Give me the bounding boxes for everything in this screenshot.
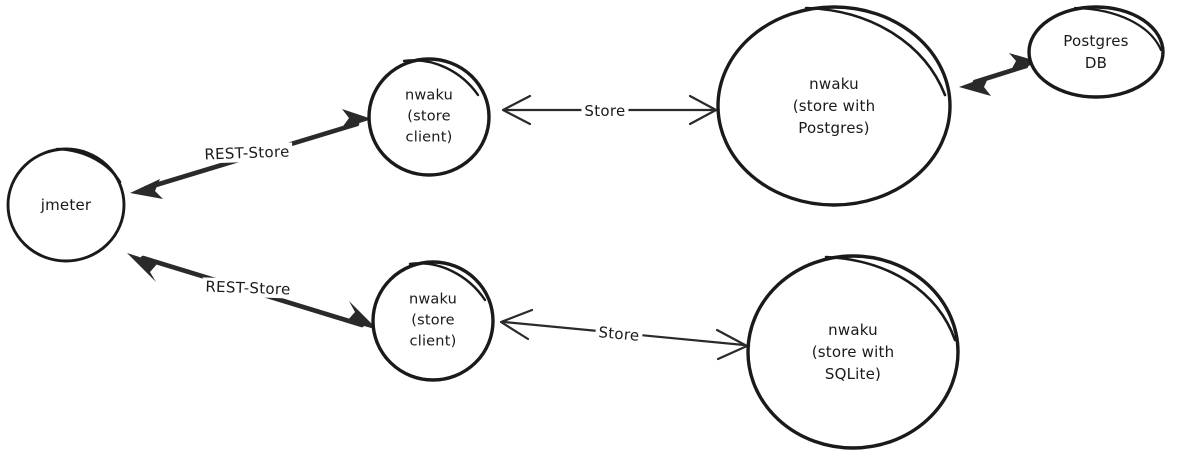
edge-label-rest-store-top: REST-Store [201, 142, 293, 164]
node-jmeter-sketch-overstroke [55, 147, 122, 184]
node-nwaku-sqlite-sketch-overstroke [824, 255, 957, 342]
node-store-client-bottom[interactable] [371, 260, 495, 382]
node-store-client-top-shape[interactable] [367, 57, 491, 177]
arrow-head-right [341, 109, 372, 129]
node-nwaku-postgres-shape[interactable] [716, 5, 952, 207]
node-store-client-bottom-shape[interactable] [371, 260, 495, 382]
node-nwaku-sqlite-shape[interactable] [746, 254, 960, 450]
edge-postgres-to-db [959, 53, 1040, 96]
arrow-head-left [959, 76, 991, 96]
node-postgres-db[interactable] [1027, 5, 1165, 99]
node-store-client-bottom-sketch-overstroke [408, 262, 487, 302]
node-nwaku-postgres[interactable] [716, 5, 952, 207]
arrow-head-left [499, 308, 534, 341]
arrow-head-right [347, 301, 378, 330]
arrow-head-left [130, 179, 163, 199]
node-postgres-db-sketch-overstroke [1073, 6, 1163, 52]
arrow-head-left [501, 94, 532, 126]
node-store-client-top-sketch-overstroke [402, 59, 480, 97]
edge-label-store-top: Store [581, 102, 629, 120]
node-nwaku-postgres-sketch-overstroke [804, 6, 947, 97]
edge-label-rest-store-bottom: REST-Store [202, 277, 294, 299]
arrow-head-right [688, 94, 718, 126]
node-store-client-top[interactable] [367, 57, 491, 177]
arrow-head-right [1009, 53, 1040, 72]
node-nwaku-sqlite[interactable] [746, 254, 960, 450]
node-jmeter[interactable] [6, 147, 126, 263]
node-postgres-db-shape[interactable] [1027, 5, 1165, 99]
arrow-head-left [127, 253, 158, 282]
